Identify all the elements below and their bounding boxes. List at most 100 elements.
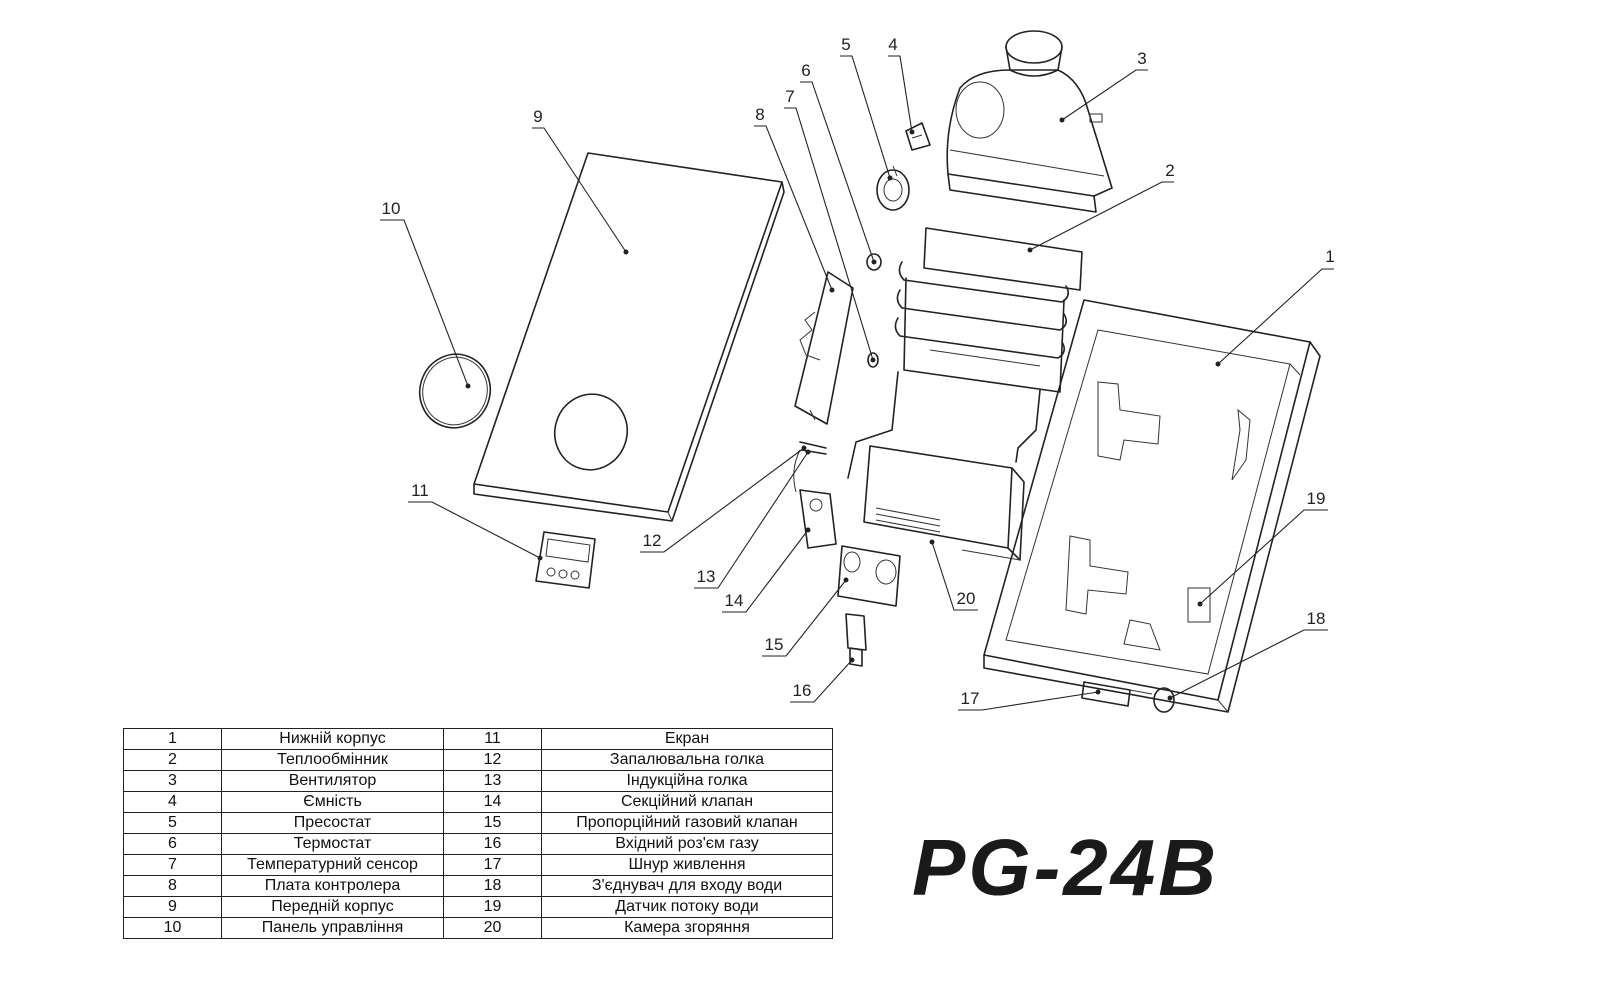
- callout-9: 9: [532, 107, 629, 255]
- callout-1-label: 1: [1325, 247, 1334, 266]
- part-name: Шнур живлення: [541, 854, 833, 876]
- callout-15-label: 15: [765, 635, 784, 654]
- thermostat-drawing: [866, 253, 882, 271]
- callout-9-label: 9: [533, 107, 542, 126]
- part-number: 10: [123, 917, 222, 939]
- callout-18: 18: [1167, 609, 1328, 701]
- part-number: 20: [443, 917, 542, 939]
- combustion-chamber-drawing: [863, 445, 1025, 561]
- callout-10-label: 10: [382, 199, 401, 218]
- part-number: 7: [123, 854, 222, 876]
- callout-17-label: 17: [961, 689, 980, 708]
- part-number: 9: [123, 896, 222, 918]
- callout-16: 16: [790, 657, 855, 703]
- callout-7-label: 7: [785, 87, 794, 106]
- part-number: 8: [123, 875, 222, 897]
- table-row: 9 Передній корпус 19 Датчик потоку води: [123, 896, 833, 918]
- table-row: 1 Нижній корпус 11 Екран: [123, 728, 833, 750]
- callout-5: 5: [840, 35, 893, 181]
- table-row: 6 Термостат 16 Вхідний роз'єм газу: [123, 833, 833, 855]
- callout-19-label: 19: [1307, 489, 1326, 508]
- gas-inlet-drawing: [845, 613, 867, 667]
- callout-2-label: 2: [1165, 161, 1174, 180]
- part-number: 16: [443, 833, 542, 855]
- callout-12: 12: [640, 445, 807, 553]
- callout-20: 20: [929, 539, 978, 611]
- callout-15: 15: [762, 577, 849, 657]
- part-name: Теплообмінник: [221, 749, 444, 771]
- table-row: 2 Теплообмінник 12 Запалювальна голка: [123, 749, 833, 771]
- part-number: 12: [443, 749, 542, 771]
- bottom-connectors-drawing: [1081, 681, 1175, 713]
- front-housing-drawing: [473, 152, 785, 522]
- callout-19: 19: [1197, 489, 1328, 607]
- part-number: 14: [443, 791, 542, 813]
- callout-17: 17: [958, 689, 1101, 711]
- part-name: З'єднувач для входу води: [541, 875, 833, 897]
- callout-3-label: 3: [1137, 49, 1146, 68]
- table-row: 3 Вентилятор 13 Індукційна голка: [123, 770, 833, 792]
- part-name: Передній корпус: [221, 896, 444, 918]
- part-number: 11: [443, 728, 542, 750]
- callout-16-label: 16: [793, 681, 812, 700]
- callout-1: 1: [1215, 247, 1335, 367]
- callout-18-label: 18: [1307, 609, 1326, 628]
- part-name: Плата контролера: [221, 875, 444, 897]
- part-name: Вентилятор: [221, 770, 444, 792]
- table-row: 5 Пресостат 15 Пропорційний газовий клап…: [123, 812, 833, 834]
- part-name: Вхідний роз'єм газу: [541, 833, 833, 855]
- callout-20-label: 20: [957, 589, 976, 608]
- callout-14: 14: [722, 527, 811, 613]
- part-name: Пропорційний газовий клапан: [541, 812, 833, 834]
- part-name: Датчик потоку води: [541, 896, 833, 918]
- part-number: 13: [443, 770, 542, 792]
- callout-13-label: 13: [697, 567, 716, 586]
- pressostat-drawing: [876, 165, 910, 211]
- container-drawing: [905, 122, 931, 151]
- callout-10: 10: [380, 199, 471, 389]
- callout-13: 13: [694, 449, 811, 589]
- table-row: 4 Ємність 14 Секційний клапан: [123, 791, 833, 813]
- part-number: 15: [443, 812, 542, 834]
- callout-7: 7: [784, 87, 876, 363]
- part-number: 18: [443, 875, 542, 897]
- control-panel-disc-drawing: [418, 353, 492, 429]
- callout-2: 2: [1027, 161, 1175, 253]
- controller-board-drawing: [794, 271, 854, 425]
- section-valve-drawing: [799, 489, 837, 549]
- part-name: Ємність: [221, 791, 444, 813]
- part-name: Секційний клапан: [541, 791, 833, 813]
- callout-3: 3: [1059, 49, 1148, 123]
- heat-exchanger-drawing: [847, 227, 1083, 479]
- callout-4: 4: [888, 35, 915, 135]
- part-number: 3: [123, 770, 222, 792]
- table-row: 8 Плата контролера 18 З'єднувач для вход…: [123, 875, 833, 897]
- part-number: 6: [123, 833, 222, 855]
- part-name: Нижній корпус: [221, 728, 444, 750]
- part-name: Пресостат: [221, 812, 444, 834]
- parts-legend-table: 1 Нижній корпус 11 Екран 2 Теплообмінник…: [123, 728, 833, 939]
- gas-valve-drawing: [837, 545, 901, 607]
- callout-4-label: 4: [888, 35, 897, 54]
- part-number: 19: [443, 896, 542, 918]
- part-name: Температурний сенсор: [221, 854, 444, 876]
- callout-8-label: 8: [755, 105, 764, 124]
- callout-11-label: 11: [411, 481, 429, 500]
- part-name: Панель управління: [221, 917, 444, 939]
- callout-12-label: 12: [643, 531, 662, 550]
- part-name: Запалювальна голка: [541, 749, 833, 771]
- table-row: 7 Температурний сенсор 17 Шнур живлення: [123, 854, 833, 876]
- part-name: Екран: [541, 728, 833, 750]
- part-number: 5: [123, 812, 222, 834]
- part-number: 1: [123, 728, 222, 750]
- fan-drawing: [946, 30, 1113, 213]
- callout-5-label: 5: [841, 35, 850, 54]
- callout-11: 11: [408, 481, 543, 561]
- temperature-sensor-drawing: [867, 352, 879, 368]
- part-name: Термостат: [221, 833, 444, 855]
- model-title: PG-24B: [912, 823, 1219, 912]
- part-number: 17: [443, 854, 542, 876]
- display-screen-drawing: [535, 531, 596, 589]
- callout-8: 8: [754, 105, 835, 293]
- table-row: 10 Панель управління 20 Камера згоряння: [123, 917, 833, 939]
